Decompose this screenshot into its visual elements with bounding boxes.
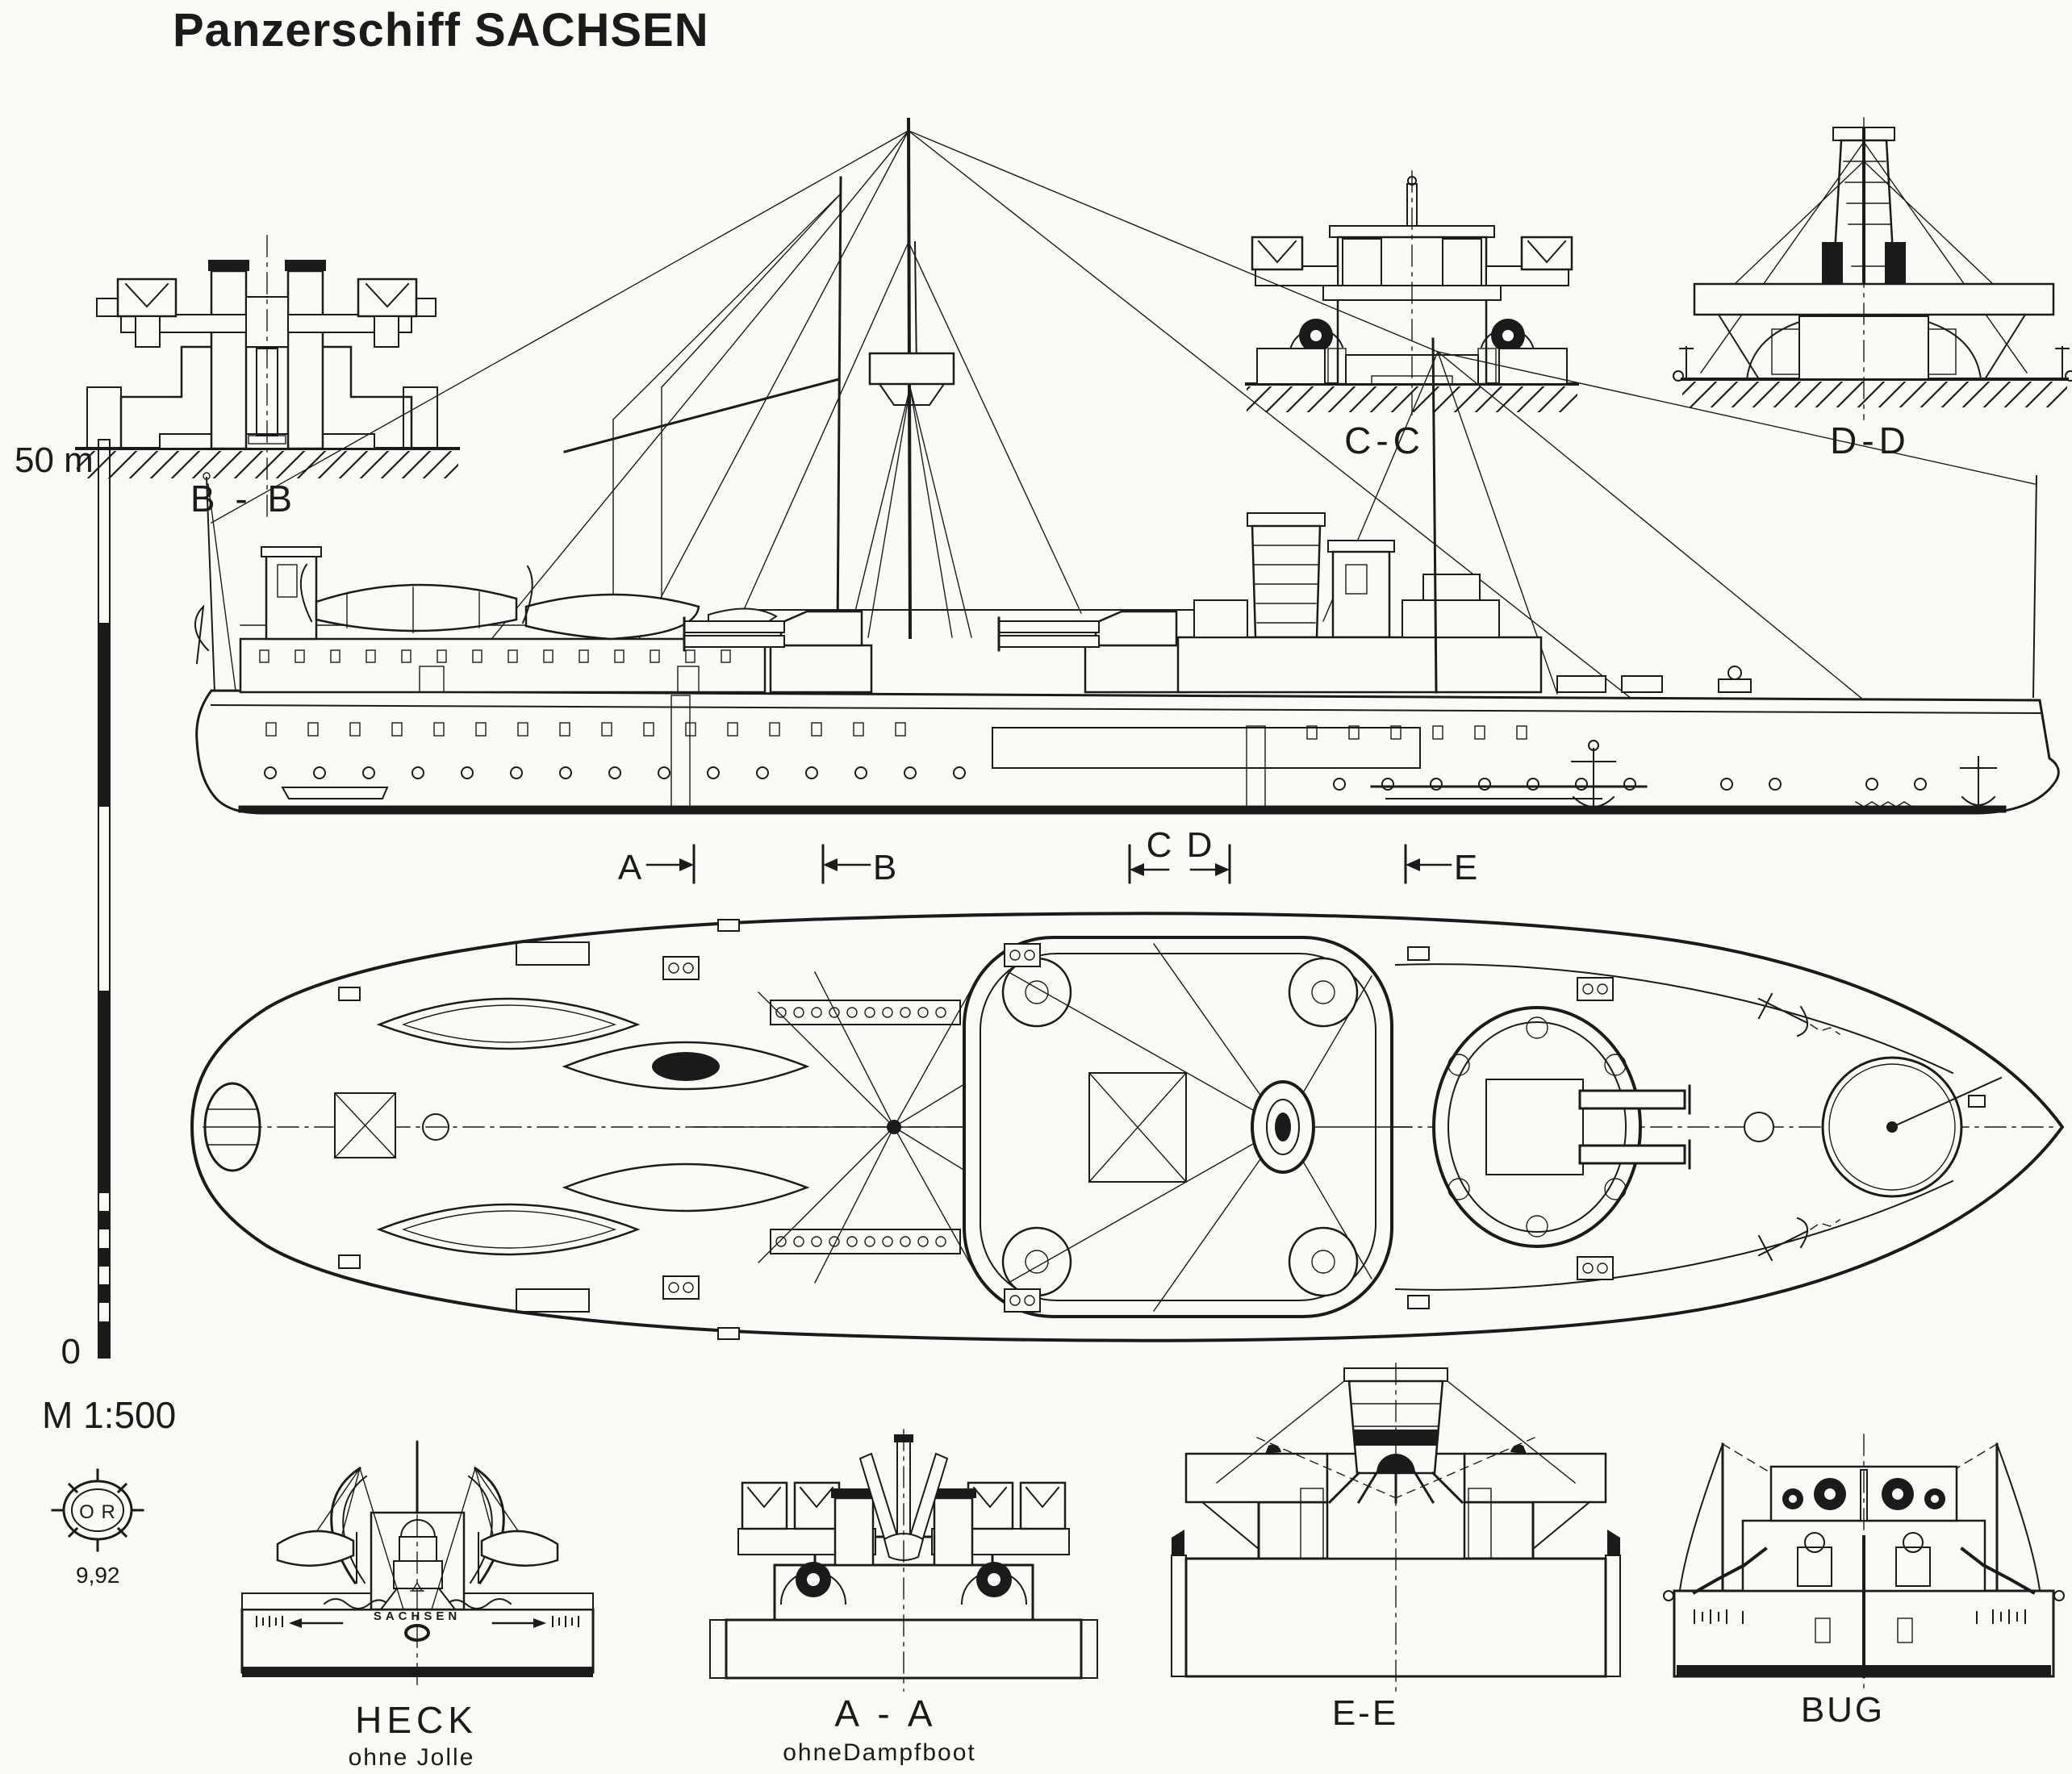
svg-text:E: E	[1454, 848, 1480, 887]
accommodation-ladder-fore	[1246, 725, 1266, 809]
cut-marker-a: A	[618, 844, 696, 887]
plan-ladder-top	[516, 941, 590, 966]
cut-marker-b: B	[821, 844, 899, 887]
draughtsman-stamp: O R 9,92	[51, 1468, 144, 1588]
bb-gun-hoist-right	[357, 278, 418, 348]
aa-label: A - A	[834, 1693, 937, 1734]
cut-marker-cd: C D	[1128, 825, 1231, 884]
ee-label: E-E	[1332, 1693, 1398, 1733]
scale-zero-label: 0	[61, 1332, 81, 1371]
plan-rail-strip-bottom	[770, 1229, 961, 1254]
porthole-row-fore	[1333, 778, 1927, 791]
scale-bar: 50 m 0 M 1:500	[15, 439, 176, 1436]
deck-plan-view	[190, 912, 2065, 1342]
main-mast	[868, 117, 955, 640]
cc-gun-hoist-left	[1251, 236, 1304, 271]
cc-gun-hoist-right	[1520, 236, 1573, 271]
stern-flagstaff	[205, 476, 216, 694]
bb-gun-hoist-left	[116, 278, 178, 348]
anchor-chain	[1855, 801, 1913, 808]
heck-label: HECK	[355, 1699, 478, 1741]
plan-capstan	[1744, 1112, 1774, 1142]
plan-skylights	[662, 943, 1614, 1313]
aa-gun-mount-right	[931, 1481, 1070, 1605]
bug-view: BUG	[1663, 1434, 2065, 1730]
section-view-bb: B - B	[75, 235, 460, 524]
scale-ratio-label: M 1:500	[42, 1394, 176, 1436]
heck-note: ohne Jolle	[349, 1744, 475, 1771]
deck-fittings	[1556, 666, 1752, 693]
bug-anchor-chains	[1692, 1547, 2036, 1595]
side-anchor	[1571, 740, 1616, 808]
svg-text:B: B	[873, 848, 899, 887]
bug-hawse-fittings	[1797, 1532, 1931, 1587]
ships-boats	[281, 563, 778, 799]
forward-superstructure	[1176, 574, 1543, 694]
plan-mast-spider	[693, 971, 1082, 1284]
bulwark-windows	[265, 722, 1527, 740]
heck-view: SACHSEN HECK ohne Jolle	[240, 1440, 595, 1771]
aa-note: ohneDampfboot	[783, 1739, 976, 1766]
accommodation-ladder-aft	[670, 695, 691, 808]
heck-nameplate: SACHSEN	[374, 1609, 461, 1623]
plan-stern-gear	[203, 1082, 449, 1172]
svg-text:A: A	[618, 848, 644, 887]
heck-davit-left	[276, 1466, 404, 1610]
svg-text:C: C	[1147, 825, 1175, 865]
bug-windlass	[1782, 1469, 1945, 1521]
section-view-dd: D-D	[1673, 117, 2072, 461]
page-title: Panzerschiff SACHSEN	[173, 4, 709, 56]
plan-forward-barbette	[1432, 1006, 1691, 1248]
armor-battery-band	[992, 727, 1421, 769]
section-view-aa: A - A ohneDampfboot	[709, 1429, 1098, 1766]
ships-wheel-icon: O R	[51, 1468, 144, 1552]
dd-label: D-D	[1830, 419, 1911, 461]
derrick-post	[836, 176, 842, 639]
side-elevation-view	[194, 117, 2060, 815]
cut-marker-row: A B C D	[618, 825, 1480, 887]
signal-mast	[1431, 337, 1438, 694]
plan-rail-strip-top	[770, 1000, 961, 1025]
section-view-ee: E-E	[1171, 1363, 1621, 1733]
heck-deck-arrows	[256, 1616, 579, 1628]
plan-turning-circle	[1821, 1056, 2003, 1198]
porthole-row-aft	[264, 766, 966, 779]
stamp-date: 9,92	[76, 1563, 120, 1588]
cc-label: C-C	[1344, 419, 1425, 461]
svg-text:D: D	[1187, 825, 1215, 865]
fore-barbette-guns	[997, 610, 1188, 694]
derrick-boom	[563, 378, 841, 453]
bug-label: BUG	[1801, 1690, 1885, 1730]
bow-jackstaff	[2032, 474, 2038, 699]
cut-marker-e: E	[1404, 844, 1480, 887]
plan-citadel	[963, 936, 1413, 1318]
stamp-initials: O R	[79, 1501, 116, 1523]
plan-deck-blocks	[338, 919, 1986, 1340]
aft-barbette-guns	[683, 610, 873, 694]
ventilator-tower	[1327, 540, 1395, 639]
funnel	[1247, 512, 1326, 639]
bow-anchor	[1960, 756, 1997, 806]
bug-hull-ticks	[1694, 1609, 2026, 1643]
stern-davit	[194, 604, 210, 665]
plan-ladder-bottom	[516, 1288, 590, 1313]
plan-boats	[376, 997, 810, 1256]
plan-anchor-bottom	[1757, 1217, 1840, 1262]
section-view-cc: C-C	[1245, 170, 1579, 461]
plan-anchor-top	[1757, 992, 1840, 1037]
